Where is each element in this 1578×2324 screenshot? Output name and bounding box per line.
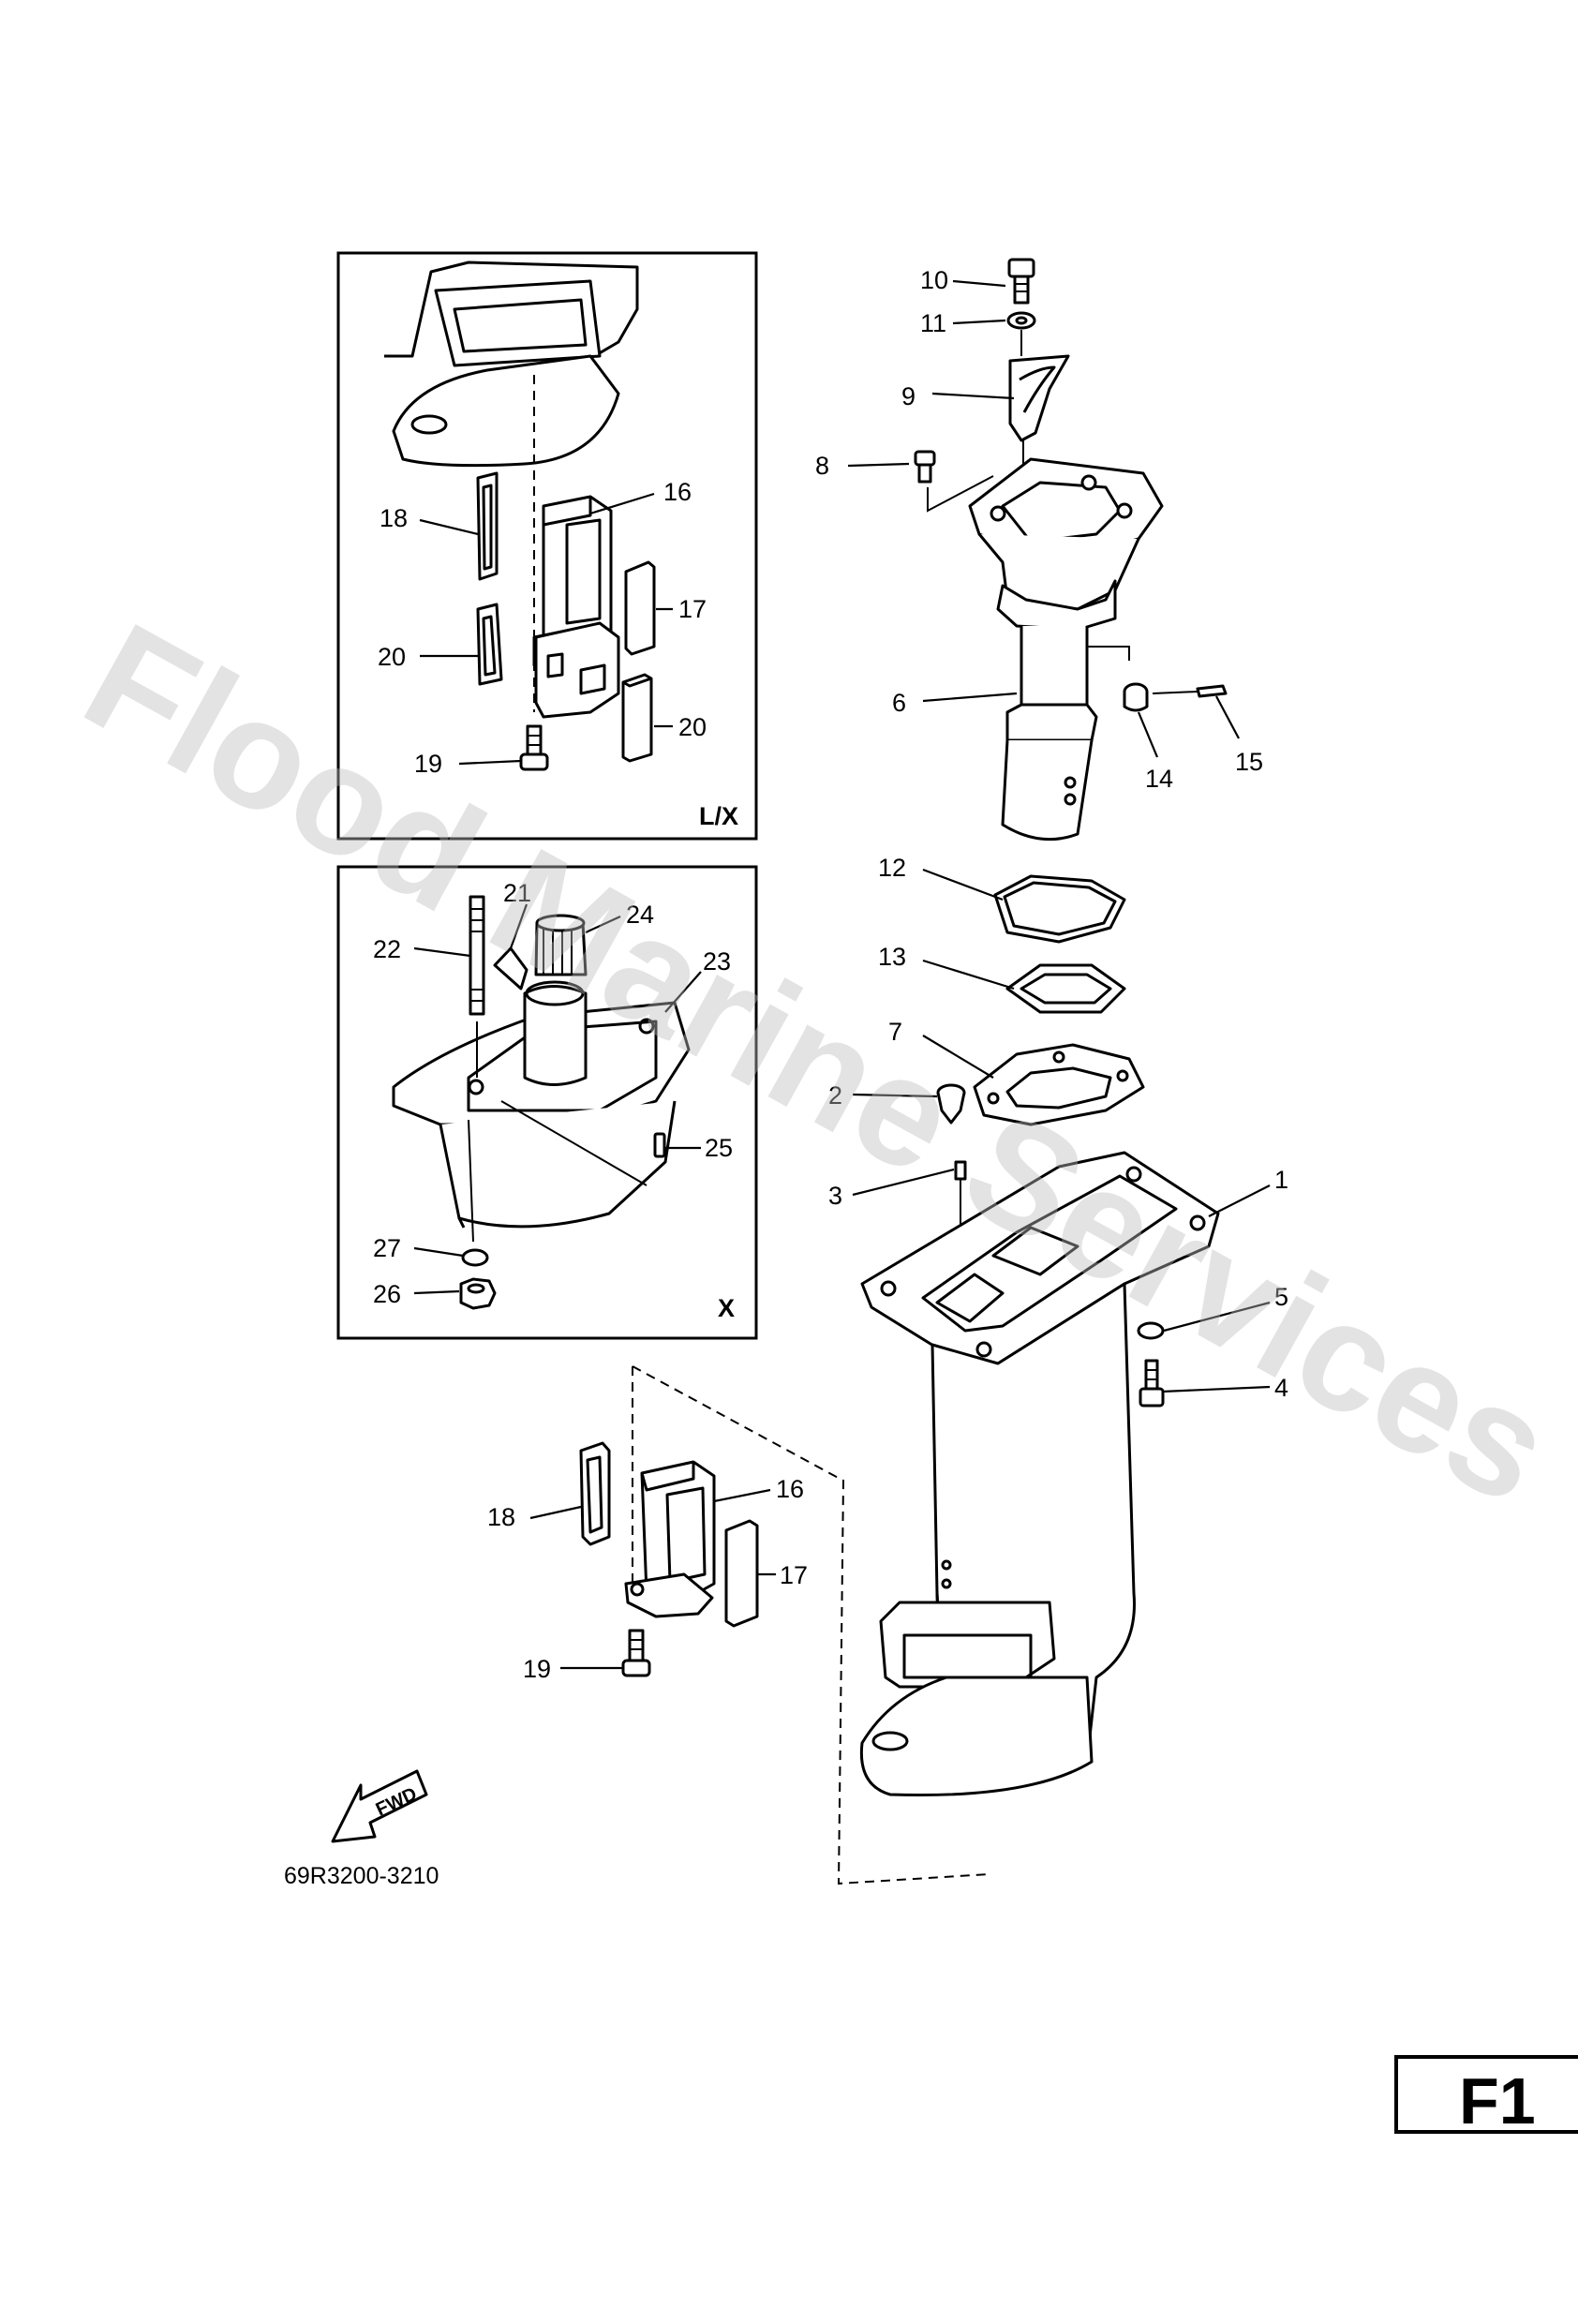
callout-27: 27	[373, 1234, 401, 1262]
part-19-lower	[621, 1629, 651, 1677]
leader-guide	[1086, 646, 1130, 675]
callout-22: 22	[373, 935, 401, 963]
watermark: Flood Marine Services	[59, 590, 1578, 1537]
part-16-lower	[624, 1460, 716, 1618]
part-26-nut	[459, 1277, 497, 1310]
part-9-damper	[1008, 354, 1070, 442]
callout-9: 9	[901, 382, 916, 410]
part-10-bolt	[1007, 258, 1035, 305]
part-4-bolt	[1139, 1359, 1165, 1408]
callout-8: 8	[815, 452, 829, 480]
callout-18-inset: 18	[380, 504, 408, 532]
callout-23: 23	[703, 947, 731, 976]
axis-line	[468, 1119, 474, 1243]
part-7-gasket	[973, 1043, 1145, 1126]
part-1-upper-casing	[859, 1151, 1220, 1797]
part-19-inset-lx	[519, 724, 549, 771]
callout-14: 14	[1145, 765, 1173, 793]
callout-numbers: 10 11 9 8 6 14 15 12 13 7 2 3 1 5 4 16 1…	[373, 266, 1288, 1683]
phantom-outline	[632, 1365, 990, 1885]
part-8-bolt	[914, 450, 936, 484]
callout-7: 7	[888, 1018, 902, 1046]
part-16-inset-lx-lower	[534, 621, 620, 719]
part-12-gasket	[993, 874, 1126, 944]
part-24-impeller	[534, 914, 588, 976]
inset-lx: L/X	[336, 251, 758, 841]
part-14-grommet	[1123, 682, 1149, 712]
part-code: 69R3200-3210	[284, 1863, 439, 1889]
callout-10: 10	[920, 266, 948, 294]
part-2-plug	[936, 1083, 966, 1125]
lower-mount-assembly	[579, 1365, 990, 1885]
callout-3: 3	[828, 1182, 842, 1210]
callout-5: 5	[1274, 1283, 1288, 1311]
callout-6: 6	[892, 689, 906, 717]
fwd-direction-indicator: FWD	[331, 1769, 428, 1843]
inset-lx-label: L/X	[699, 802, 738, 830]
part-23-pump-base	[392, 980, 691, 1229]
callout-17-lower: 17	[780, 1561, 808, 1589]
part-27-washer	[461, 1248, 489, 1267]
part-20-inset-lx-b	[621, 673, 653, 763]
part-18-inset-lx	[476, 471, 499, 581]
callout-16-inset: 16	[663, 478, 692, 506]
page-id-box: F1	[1394, 2055, 1578, 2138]
callout-11: 11	[920, 309, 946, 337]
callout-19-lower: 19	[523, 1655, 551, 1683]
callout-15: 15	[1235, 748, 1263, 776]
inset-lx-frame	[336, 251, 758, 841]
page-id: F1	[1459, 2064, 1536, 2138]
callout-1: 1	[1274, 1166, 1288, 1194]
callout-13: 13	[878, 943, 906, 971]
part-11-washer	[1006, 311, 1036, 330]
part-25-dowel	[653, 1132, 666, 1158]
leader-guide	[927, 475, 994, 513]
part-18-lower	[579, 1441, 611, 1546]
callout-2: 2	[828, 1081, 842, 1110]
callout-24: 24	[626, 901, 654, 929]
callout-19-inset: 19	[414, 750, 442, 778]
part-5-washer	[1137, 1321, 1165, 1340]
callout-21: 21	[503, 879, 531, 907]
callout-26: 26	[373, 1280, 401, 1308]
callout-25: 25	[705, 1134, 733, 1162]
inset-x: X	[336, 865, 758, 1340]
axis-line	[500, 1100, 648, 1186]
upper-casing-assembly	[859, 258, 1228, 1797]
callout-20-inset-a: 20	[378, 643, 406, 671]
part-17-lower	[724, 1519, 759, 1628]
callout-18-lower: 18	[487, 1503, 515, 1531]
callout-17-inset: 17	[678, 595, 707, 623]
callout-4: 4	[1274, 1374, 1288, 1402]
callout-12: 12	[878, 854, 906, 882]
part-6-exhaust-guide	[968, 457, 1164, 842]
callout-16-lower: 16	[776, 1475, 804, 1503]
part-13-gasket	[1005, 963, 1126, 1014]
inset-x-label: X	[718, 1294, 735, 1322]
inset-lx-casing-bottom	[384, 261, 639, 468]
part-17-inset-lx	[624, 560, 656, 656]
inset-x-frame	[336, 865, 758, 1340]
leader-lines	[413, 279, 1271, 1670]
part-15-pin	[1152, 684, 1228, 698]
callout-20-inset-b: 20	[678, 713, 707, 741]
part-20-inset-lx-a	[476, 603, 503, 686]
part-21-key	[493, 946, 528, 991]
